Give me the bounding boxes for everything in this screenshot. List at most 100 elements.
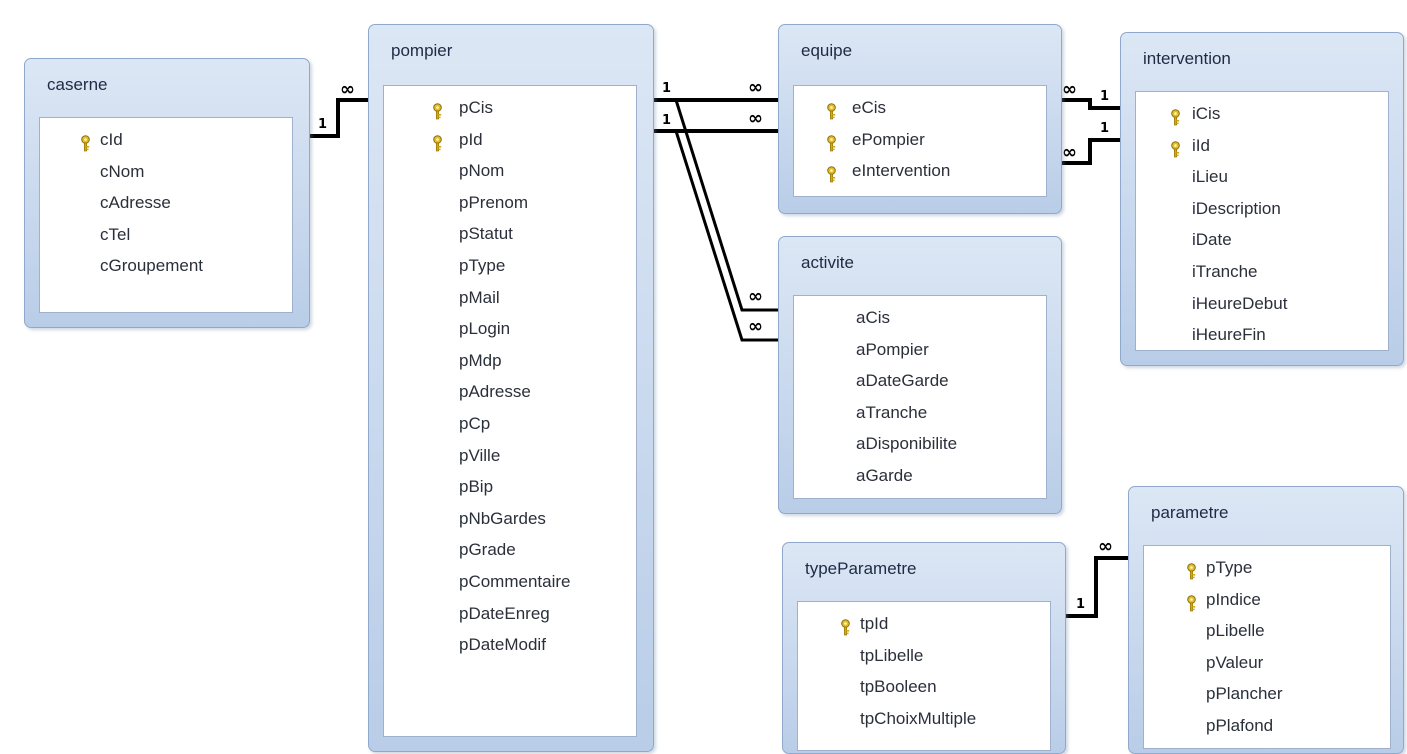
- field-name: aDisponibilite: [856, 434, 958, 454]
- field-row[interactable]: pType: [384, 250, 636, 282]
- key-field-row[interactable]: iCis: [1136, 98, 1388, 130]
- field-row[interactable]: iDescription: [1136, 193, 1388, 225]
- field-row[interactable]: cGroupement: [40, 250, 292, 282]
- field-name: pValeur: [1206, 652, 1264, 672]
- field-name: aTranche: [856, 402, 928, 422]
- primary-key-icon: [1186, 559, 1197, 580]
- relation-caserne-pompier[interactable]: 1 ∞: [310, 79, 372, 138]
- relation-intervention-equipe[interactable]: ∞ 1 ∞ 1: [1060, 79, 1120, 165]
- field-row[interactable]: pAdresse: [384, 376, 636, 408]
- field-row[interactable]: iHeureFin: [1136, 319, 1388, 351]
- field-row[interactable]: pGrade: [384, 534, 636, 566]
- field-name: pAdresse: [459, 382, 531, 402]
- table-intervention[interactable]: intervention iCis iId iLieu iDescription iDa…: [1120, 32, 1404, 366]
- field-name: pNbGardes: [459, 508, 546, 528]
- field-row[interactable]: cNom: [40, 156, 292, 188]
- field-name: cAdresse: [100, 193, 171, 213]
- field-row[interactable]: aDateGarde: [794, 365, 1046, 397]
- field-name: tpId: [860, 614, 889, 633]
- field-row[interactable]: aPompier: [794, 334, 1046, 366]
- field-row[interactable]: pCp: [384, 408, 636, 440]
- field-row[interactable]: pDateEnreg: [384, 598, 636, 630]
- field-row[interactable]: pPlancher: [1144, 678, 1390, 710]
- field-row[interactable]: iTranche: [1136, 256, 1388, 288]
- key-field-row[interactable]: iId: [1136, 130, 1388, 162]
- field-row[interactable]: tpLibelle: [798, 640, 1050, 672]
- key-field-row[interactable]: pType: [1144, 552, 1390, 584]
- field-row[interactable]: aCis: [794, 302, 1046, 334]
- relation-pompier-activite[interactable]: ∞ ∞: [674, 99, 778, 342]
- table-title: intervention: [1143, 49, 1231, 68]
- primary-key-icon: [1170, 105, 1181, 126]
- table-title: equipe: [801, 41, 853, 60]
- field-name: tpLibelle: [860, 645, 924, 665]
- primary-key-icon: [826, 162, 837, 183]
- rel-one-label: 1: [1100, 121, 1109, 136]
- field-row[interactable]: cAdresse: [40, 187, 292, 219]
- field-row[interactable]: pDateModif: [384, 629, 636, 661]
- field-name: iCis: [1192, 104, 1221, 123]
- field-row[interactable]: pNbGardes: [384, 503, 636, 535]
- field-row[interactable]: aTranche: [794, 397, 1046, 429]
- field-name: iDescription: [1192, 198, 1281, 218]
- key-field-row[interactable]: ePompier: [794, 124, 1046, 156]
- field-name: pMail: [459, 287, 500, 307]
- key-field-row[interactable]: pId: [384, 124, 636, 156]
- field-name: ePompier: [852, 129, 925, 149]
- key-field-row[interactable]: eCis: [794, 92, 1046, 124]
- rel-many-label: ∞: [340, 79, 355, 100]
- rel-one-label: 1: [1100, 89, 1109, 104]
- field-row[interactable]: pNom: [384, 155, 636, 187]
- table-title: typeParametre: [805, 559, 917, 578]
- field-row[interactable]: tpBooleen: [798, 671, 1050, 703]
- key-field-row[interactable]: pCis: [384, 92, 636, 124]
- field-row[interactable]: pPrenom: [384, 187, 636, 219]
- field-row[interactable]: pValeur: [1144, 647, 1390, 679]
- rel-many-label: ∞: [748, 108, 763, 129]
- key-field-row[interactable]: pIndice: [1144, 584, 1390, 616]
- key-field-row[interactable]: tpId: [798, 608, 1050, 640]
- field-row[interactable]: pVille: [384, 440, 636, 472]
- relation-pompier-equipe-id[interactable]: 1 ∞: [652, 108, 778, 133]
- field-row[interactable]: pLibelle: [1144, 615, 1390, 647]
- field-row[interactable]: pLogin: [384, 313, 636, 345]
- field-name: pPlancher: [1206, 684, 1283, 704]
- table-equipe[interactable]: equipe eCis ePompier eIntervention: [778, 24, 1062, 214]
- field-name: pNom: [459, 161, 505, 181]
- field-row[interactable]: pMail: [384, 282, 636, 314]
- field-row[interactable]: pBip: [384, 471, 636, 503]
- field-row[interactable]: iHeureDebut: [1136, 288, 1388, 320]
- primary-key-icon: [826, 131, 837, 151]
- field-name: iId: [1192, 135, 1210, 155]
- field-name: cNom: [100, 161, 145, 181]
- table-title: activite: [801, 253, 854, 272]
- field-row[interactable]: tpChoixMultiple: [798, 703, 1050, 735]
- field-row[interactable]: pPlafond: [1144, 710, 1390, 742]
- field-row[interactable]: iDate: [1136, 224, 1388, 256]
- field-row[interactable]: aGarde: [794, 460, 1046, 492]
- key-field-row[interactable]: cId: [40, 124, 292, 156]
- field-row[interactable]: pStatut: [384, 218, 636, 250]
- key-field-row[interactable]: eIntervention: [794, 155, 1046, 187]
- relation-typeparametre-parametre[interactable]: 1 ∞: [1063, 536, 1130, 618]
- field-row[interactable]: iLieu: [1136, 161, 1388, 193]
- field-row[interactable]: aDisponibilite: [794, 428, 1046, 460]
- field-row[interactable]: pCommentaire: [384, 566, 636, 598]
- field-name: cTel: [100, 224, 131, 244]
- field-row[interactable]: pMdp: [384, 345, 636, 377]
- field-name: cGroupement: [100, 256, 203, 276]
- field-row[interactable]: cTel: [40, 219, 292, 251]
- field-name: pVille: [459, 445, 501, 465]
- relation-pompier-equipe-cis[interactable]: 1 ∞: [652, 77, 778, 102]
- field-name: pStatut: [459, 224, 513, 244]
- field-name: pDateModif: [459, 635, 546, 655]
- field-name: iDate: [1192, 230, 1232, 250]
- rel-one-label: 1: [662, 113, 671, 128]
